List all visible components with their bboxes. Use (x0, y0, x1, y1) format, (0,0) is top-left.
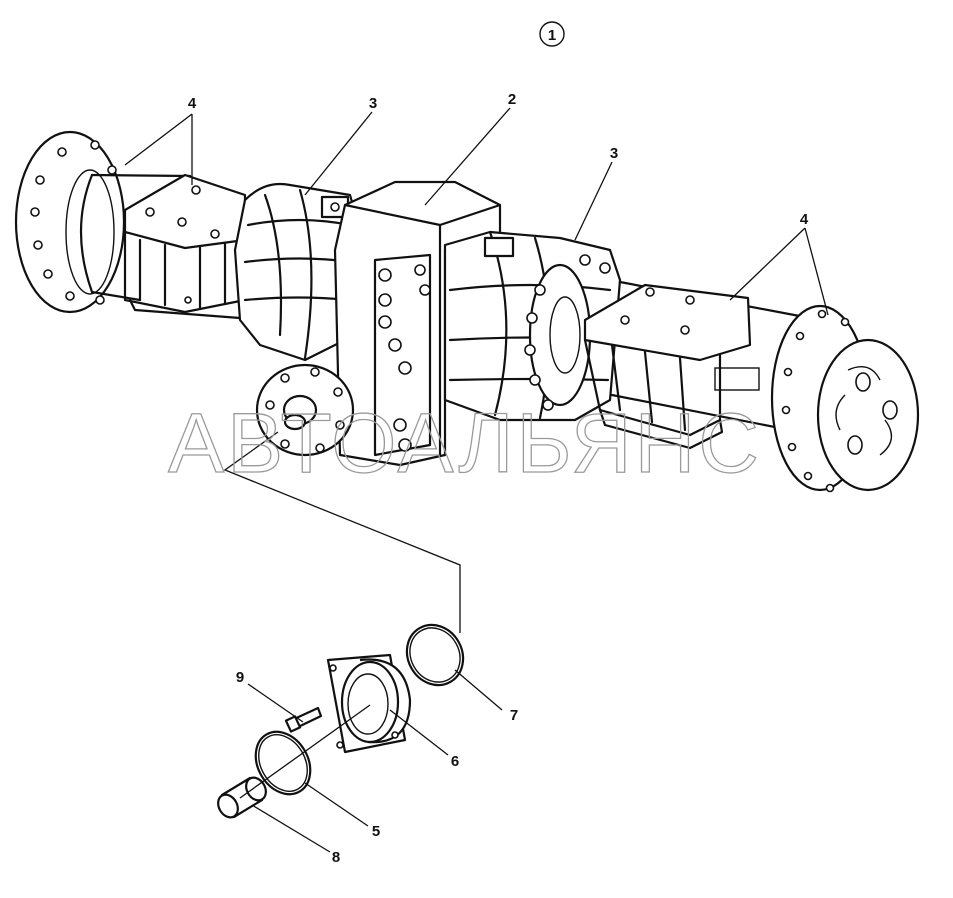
watermark: АВТОАЛЬЯНС (168, 396, 762, 490)
left-mounting-pad (123, 173, 247, 320)
differential-housing (333, 180, 502, 467)
left-planetary-housing (233, 182, 362, 362)
left-wheel-flange (14, 130, 126, 314)
callout-9: 9 (236, 669, 244, 686)
oring-7 (405, 623, 465, 687)
callout-6: 6 (451, 753, 459, 770)
figure-index-label: 1 (548, 27, 556, 44)
callout-5: 5 (372, 823, 380, 840)
right-wheel-flange (770, 304, 920, 493)
callout-4-left: 4 (188, 95, 197, 112)
callout-3-left: 3 (369, 95, 377, 112)
assembly-axis-line (239, 704, 371, 799)
cover-flange-6 (326, 653, 412, 754)
left-axle-tube (79, 173, 192, 302)
callout-leaders (124, 107, 829, 853)
oring-5 (254, 730, 312, 796)
bushing-8 (217, 776, 267, 819)
callout-3-right: 3 (610, 145, 618, 162)
callout-8: 8 (332, 849, 340, 866)
input-flange (255, 363, 355, 457)
callout-7: 7 (510, 707, 518, 724)
callout-4-right: 4 (800, 211, 809, 228)
figure-index-marker: 1 (539, 21, 565, 47)
callout-2: 2 (508, 91, 516, 108)
assembly-leader-line (223, 431, 461, 633)
bolt-9 (284, 706, 323, 733)
right-mounting-pad (583, 283, 752, 450)
